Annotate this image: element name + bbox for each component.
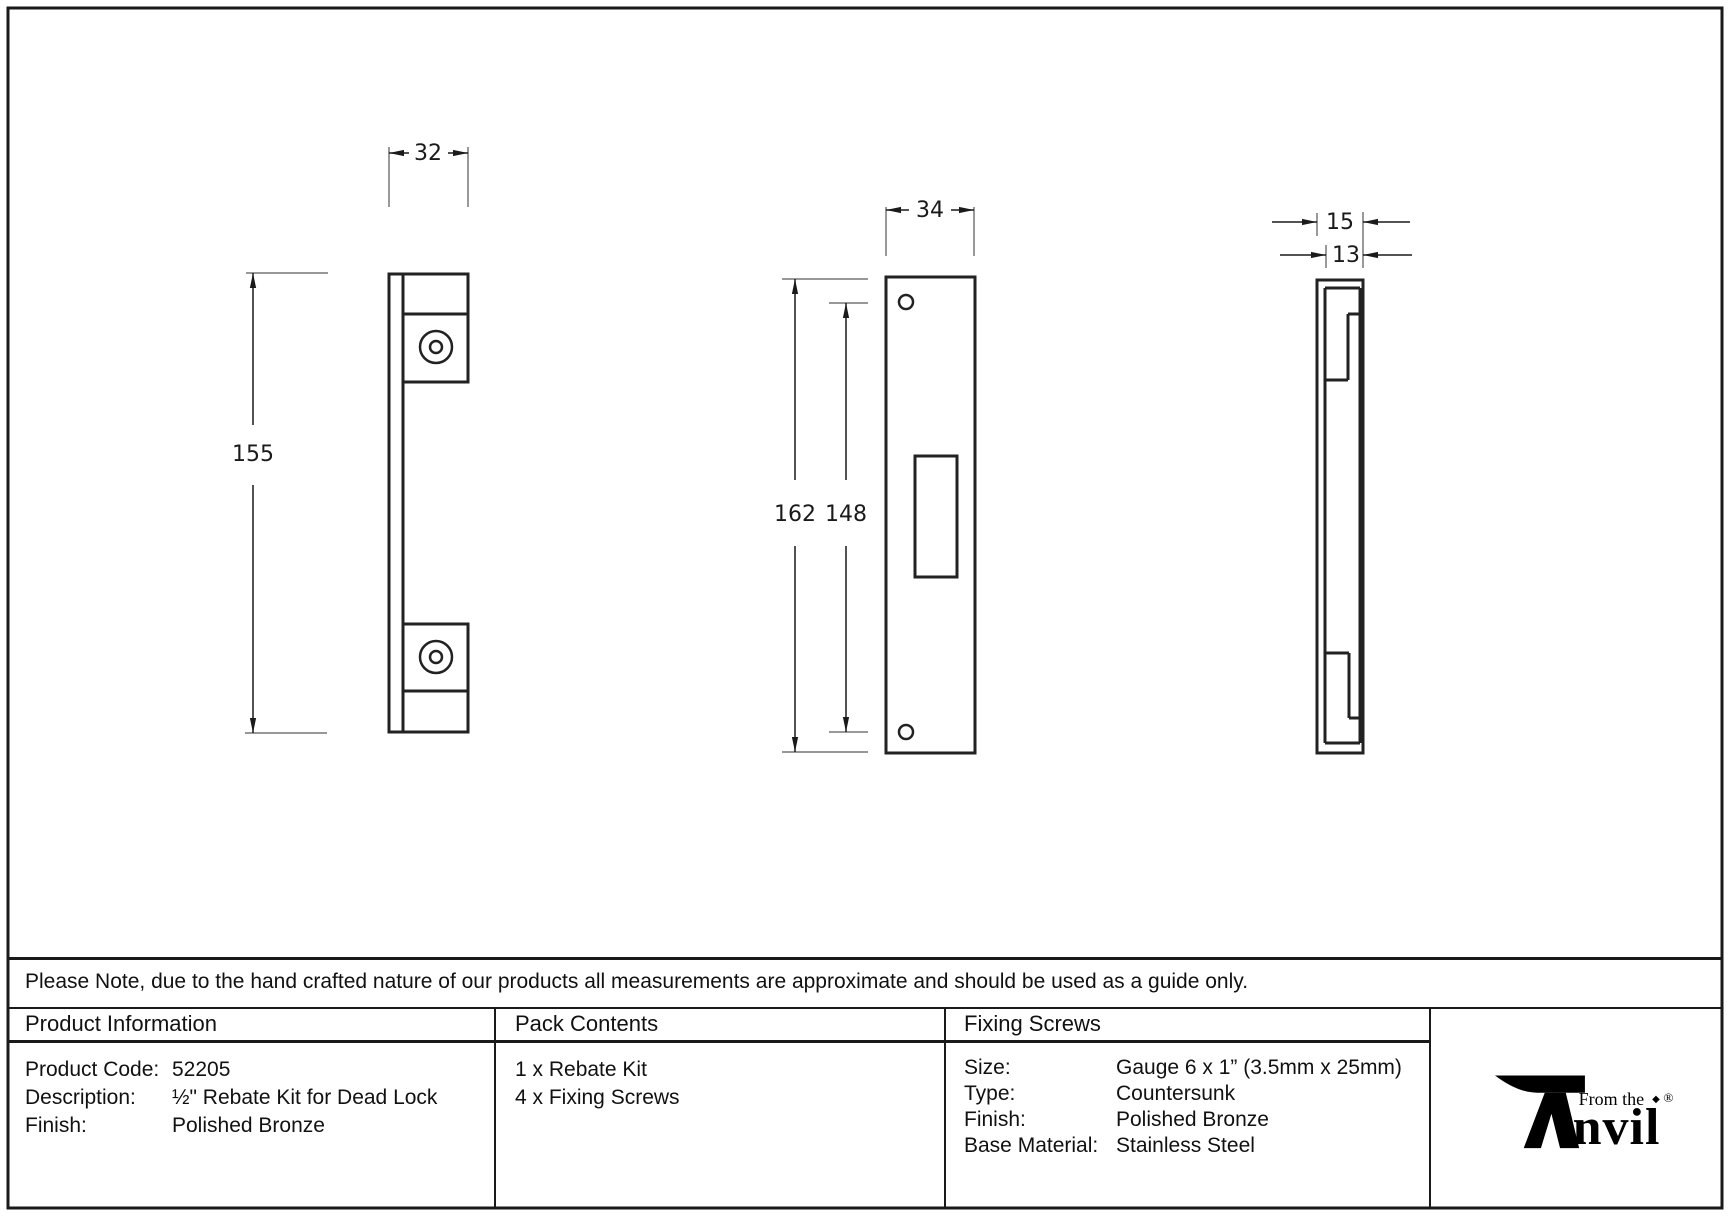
front-view-dimensions: 32 155 xyxy=(232,141,469,734)
logo-prefix-text: From the xyxy=(1578,1088,1645,1109)
finish-value: Polished Bronze xyxy=(172,1114,325,1137)
pack-contents-item-2: 4 x Fixing Screws xyxy=(515,1086,680,1109)
note-row-top-border xyxy=(8,957,1722,960)
registered-trademark-icon: ® xyxy=(1663,1089,1675,1105)
anvil-icon xyxy=(1494,1074,1585,1148)
screw-finish-label: Finish: xyxy=(964,1108,1026,1131)
header-fixing-screws: Fixing Screws xyxy=(964,1011,1101,1036)
pack-contents-item-1: 1 x Rebate Kit xyxy=(515,1058,647,1081)
dim-face-width: 34 xyxy=(916,198,944,223)
product-code-value: 52205 xyxy=(172,1058,231,1081)
column-divider-2 xyxy=(944,1007,946,1208)
screw-size-label: Size: xyxy=(964,1056,1011,1079)
side-outline xyxy=(1315,278,1365,755)
measurement-note: Please Note, due to the hand crafted nat… xyxy=(25,970,1249,993)
description-value: ½" Rebate Kit for Dead Lock xyxy=(172,1086,438,1109)
faceplate-outline xyxy=(884,275,977,755)
screw-material-value: Stainless Steel xyxy=(1116,1134,1255,1157)
dim-front-width: 32 xyxy=(414,141,442,166)
dim-side-inner-depth: 13 xyxy=(1332,243,1360,268)
screw-material-label: Base Material: xyxy=(964,1134,1099,1157)
column-divider-3 xyxy=(1429,1007,1431,1208)
logo-brand-text: nvil xyxy=(1572,1098,1661,1156)
face-view xyxy=(884,275,977,755)
screw-finish-value: Polished Bronze xyxy=(1116,1108,1269,1131)
product-code-label: Product Code: xyxy=(25,1058,160,1081)
header-product-information: Product Information xyxy=(25,1011,217,1036)
screw-type-value: Countersunk xyxy=(1116,1082,1236,1105)
dim-face-outer-height: 162 xyxy=(774,502,816,527)
faceplate-screw-holes xyxy=(897,293,915,741)
brand-logo: From the ◆ nvil ® xyxy=(1429,1007,1722,1208)
dim-front-height: 155 xyxy=(232,442,274,467)
faceplate-slot xyxy=(913,454,959,579)
column-divider-1 xyxy=(494,1007,496,1208)
header-row-bottom-border xyxy=(8,1040,1429,1043)
description-label: Description: xyxy=(25,1086,136,1109)
finish-label: Finish: xyxy=(25,1114,87,1137)
front-top-block xyxy=(401,272,470,384)
sheet-border xyxy=(6,6,1724,1210)
front-screw-holes xyxy=(418,329,454,675)
header-row-top-border xyxy=(8,1007,1722,1009)
screw-size-value: Gauge 6 x 1” (3.5mm x 25mm) xyxy=(1116,1056,1402,1079)
side-view-dimensions: 15 13 xyxy=(1272,210,1412,268)
front-view xyxy=(387,272,470,734)
front-bottom-block xyxy=(401,622,470,734)
dim-face-inner-height: 148 xyxy=(825,502,867,527)
dim-side-outer-depth: 15 xyxy=(1326,210,1354,235)
screw-type-label: Type: xyxy=(964,1082,1016,1105)
face-view-dimensions: 34 162 148 xyxy=(774,198,975,753)
front-lip xyxy=(387,272,405,734)
side-view xyxy=(1315,278,1365,755)
diamond-icon: ◆ xyxy=(1652,1093,1660,1105)
header-pack-contents: Pack Contents xyxy=(515,1011,659,1036)
